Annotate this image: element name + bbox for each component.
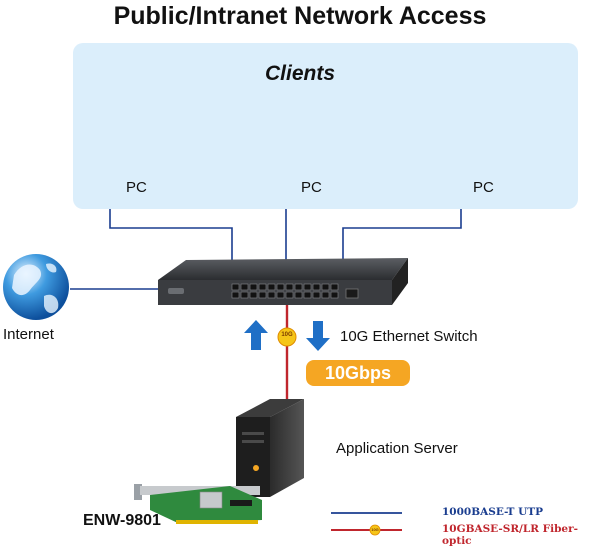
switch-port <box>267 283 276 291</box>
switch-port <box>240 283 249 291</box>
switch-port <box>276 291 285 299</box>
switch-port <box>321 291 330 299</box>
switch-port <box>294 283 303 291</box>
globe-icon <box>3 254 69 320</box>
switch-port <box>312 283 321 291</box>
switch-port <box>312 291 321 299</box>
switch-label: 10G Ethernet Switch <box>340 328 478 345</box>
server-label: Application Server <box>336 440 458 457</box>
switch-port <box>249 291 258 299</box>
switch-port <box>258 283 267 291</box>
switch-port <box>267 291 276 299</box>
speed-badge: 10Gbps <box>306 360 410 386</box>
utp-links <box>70 200 462 290</box>
switch-port <box>285 291 294 299</box>
switch-port <box>285 283 294 291</box>
legend-utp-label: 1000BASE-T UTP <box>442 506 543 518</box>
server-tower <box>236 399 304 497</box>
card-model-label: ENW-9801 <box>83 512 161 529</box>
legend-fiber-badge <box>369 524 381 536</box>
switch-port <box>231 283 240 291</box>
internet-label: Internet <box>3 326 54 343</box>
switch-port <box>249 283 258 291</box>
switch-port <box>330 283 339 291</box>
download-arrow-icon <box>306 321 330 351</box>
switch-port <box>303 291 312 299</box>
switch-port <box>321 283 330 291</box>
console-port <box>168 288 184 294</box>
diagram-title: Public/Intranet Network Access <box>113 2 487 30</box>
link-pc1-switch <box>109 200 233 262</box>
legend-fiber-badge-text: 10G <box>371 527 379 532</box>
network-card <box>134 484 262 524</box>
fiber-badge <box>277 327 297 347</box>
clients-label: Clients <box>264 62 335 85</box>
upload-arrow-icon <box>244 320 268 350</box>
switch-port <box>294 291 303 299</box>
sfp-port <box>345 288 359 299</box>
switch-port <box>258 291 267 299</box>
switch-ports <box>231 283 339 299</box>
switch-port <box>303 283 312 291</box>
switch-port <box>240 291 249 299</box>
pc-label-2: PC <box>301 179 322 196</box>
legend-lines <box>331 512 402 536</box>
switch-port <box>276 283 285 291</box>
switch-port <box>231 291 240 299</box>
link-pc3-switch <box>342 200 462 262</box>
legend-fiber-label: 10GBASE-SR/LR Fiber-optic <box>442 523 579 547</box>
fiber-badge-text: 10G <box>281 332 293 338</box>
clients-group-box <box>73 43 578 209</box>
pc-label-1: PC <box>126 179 147 196</box>
pc-label-3: PC <box>473 179 494 196</box>
ethernet-switch <box>158 258 408 305</box>
switch-port <box>330 291 339 299</box>
